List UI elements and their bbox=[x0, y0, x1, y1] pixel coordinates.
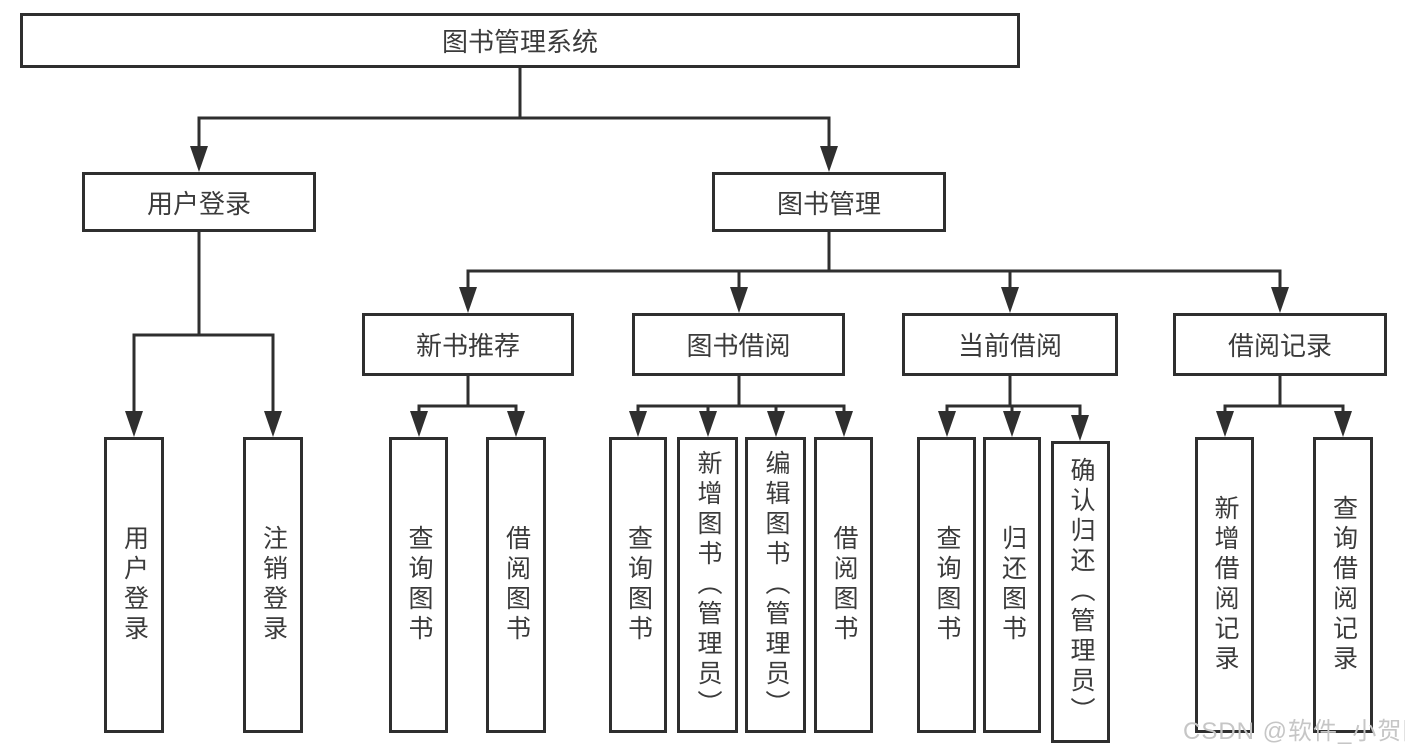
connector-current-split bbox=[945, 404, 1082, 424]
connector-rec-split bbox=[417, 404, 518, 420]
arrow-down-icon bbox=[1216, 411, 1234, 437]
connector-root-split bbox=[197, 116, 831, 152]
arrow-down-icon bbox=[410, 411, 428, 437]
leaf-br-query-record: 查询借阅记录 bbox=[1313, 437, 1373, 733]
node-user-login: 用户登录 bbox=[82, 172, 316, 232]
leaf-bb-borrow-book: 借阅图书 bbox=[814, 437, 873, 733]
arrow-down-icon bbox=[125, 411, 143, 437]
arrow-down-icon bbox=[629, 411, 647, 437]
connector-login-split bbox=[132, 333, 275, 420]
arrow-down-icon bbox=[1003, 411, 1021, 437]
arrow-down-icon bbox=[835, 411, 853, 437]
arrow-down-icon bbox=[507, 411, 525, 437]
leaf-cb-confirm-return-admin: 确认归还（管理员） bbox=[1051, 441, 1110, 743]
leaf-bb-add-book-admin: 新增图书（管理员） bbox=[677, 437, 738, 733]
leaf-br-add-record: 新增借阅记录 bbox=[1195, 437, 1254, 733]
node-book-borrow: 图书借阅 bbox=[632, 313, 845, 376]
connector-borrow-split bbox=[636, 404, 846, 420]
node-book-management: 图书管理 bbox=[712, 172, 946, 232]
node-new-book-recommend: 新书推荐 bbox=[362, 313, 574, 376]
leaf-cb-query-book: 查询图书 bbox=[917, 437, 976, 733]
arrow-down-icon bbox=[190, 146, 208, 172]
csdn-watermark: CSDN @软件_小贺同学 bbox=[1183, 718, 1405, 745]
arrow-down-icon bbox=[1271, 287, 1289, 313]
node-current-borrow: 当前借阅 bbox=[902, 313, 1118, 376]
node-system-root: 图书管理系统 bbox=[20, 13, 1020, 68]
arrow-down-icon bbox=[938, 411, 956, 437]
arrow-down-icon bbox=[459, 287, 477, 313]
leaf-rec-borrow-book: 借阅图书 bbox=[486, 437, 546, 733]
arrow-down-icon bbox=[820, 146, 838, 172]
leaf-bb-query-book: 查询图书 bbox=[609, 437, 667, 733]
leaf-user-login: 用户登录 bbox=[104, 437, 164, 733]
connector-mgmt-split bbox=[466, 269, 1282, 295]
arrow-down-icon bbox=[730, 287, 748, 313]
leaf-logout: 注销登录 bbox=[243, 437, 303, 733]
leaf-cb-return-book: 归还图书 bbox=[983, 437, 1041, 733]
connector-records-split bbox=[1223, 404, 1345, 420]
arrow-down-icon bbox=[699, 411, 717, 437]
arrow-down-icon bbox=[1071, 415, 1089, 441]
arrow-down-icon bbox=[767, 411, 785, 437]
arrow-down-icon bbox=[1001, 287, 1019, 313]
arrow-down-icon bbox=[264, 411, 282, 437]
node-borrow-records: 借阅记录 bbox=[1173, 313, 1387, 376]
leaf-bb-edit-book-admin: 编辑图书（管理员） bbox=[745, 437, 806, 733]
leaf-rec-query-book: 查询图书 bbox=[389, 437, 448, 733]
arrow-down-icon bbox=[1334, 411, 1352, 437]
